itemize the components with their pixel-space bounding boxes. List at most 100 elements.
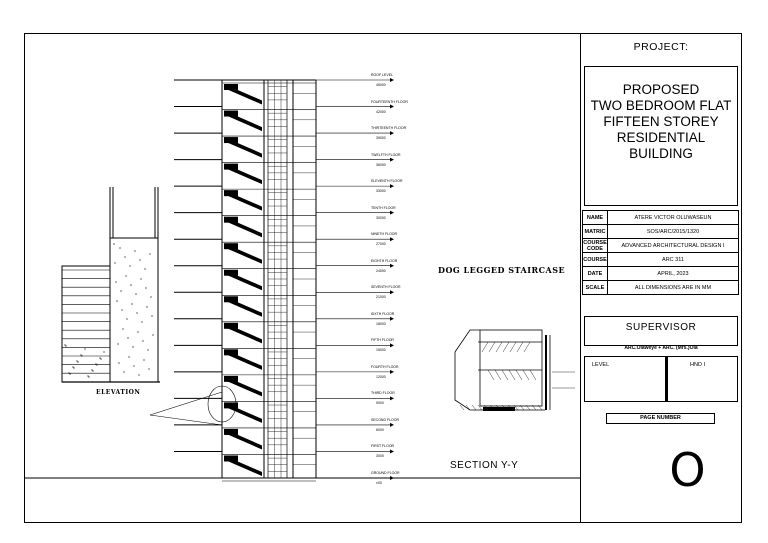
texture-dot [143, 359, 145, 361]
row-key: NAME [582, 210, 608, 225]
stair-tread [508, 369, 516, 381]
floor-level-value: 3000 [376, 454, 384, 459]
title-line: BUILDING [629, 146, 693, 161]
hatch-line [519, 404, 525, 411]
texture-dot [147, 349, 149, 351]
floor-level-name: EIGHTH FLOOR [371, 258, 398, 263]
landing-slab [224, 296, 238, 303]
project-title-box [584, 66, 738, 206]
dog-legged-caption: DOG LEGGED STAIRCASE [438, 265, 566, 275]
dog-legged-staircase-detail [454, 329, 575, 411]
row-key: COURSE [582, 252, 608, 267]
row-value: ALL DIMENSIONS ARE IN MM [607, 280, 739, 295]
texture-dot [150, 296, 152, 298]
stair-tread [481, 341, 489, 353]
hatch-line [537, 404, 543, 411]
floor-level-name: FIRST FLOOR [371, 444, 395, 449]
floor-level-value: 36000 [376, 162, 386, 167]
texture-dot [120, 290, 122, 292]
page-number-label: PAGE NUMBER [640, 415, 681, 421]
texture-dot [144, 268, 146, 270]
title-line: FIFTEEN STOREY [603, 114, 719, 129]
level-marker [390, 263, 394, 268]
floor-level-value: 27000 [376, 242, 386, 247]
texture-dot [132, 346, 134, 348]
level-marker [390, 237, 394, 242]
level-divider [665, 356, 668, 402]
table-row: MATRIC SOS/ARC/2015/1320 [582, 224, 739, 239]
texture-dot [142, 340, 144, 342]
texture-dot [116, 300, 118, 302]
floor-level-name: FIFTH FLOOR [371, 338, 394, 343]
landing-slab [224, 243, 238, 250]
hatch-line [477, 404, 483, 411]
texture-dot [103, 351, 105, 353]
landing-slab [224, 402, 238, 409]
row-key: SCALE [582, 280, 608, 295]
project-title: PROPOSED TWO BEDROOM FLAT FIFTEEN STOREY… [584, 82, 738, 162]
texture-dot [141, 321, 143, 323]
level-label: LEVEL [592, 362, 610, 368]
landing-slab [224, 349, 238, 356]
row-value: ARC 311 [607, 252, 739, 267]
hatch-line [513, 404, 519, 411]
landing-slab [224, 455, 238, 462]
floor-level-name: GROUND FLOOR [371, 471, 400, 475]
floor-level-name: ROOF LEVEL [371, 73, 393, 77]
floor-level-name: TWELFTH FLOOR [371, 152, 401, 157]
floor-level-value: 33000 [376, 189, 386, 194]
texture-dot [133, 365, 135, 367]
stair-tread [494, 369, 502, 381]
landing-slab [224, 216, 238, 223]
texture-dot [84, 348, 86, 350]
floor-level-value: 42000 [376, 109, 386, 114]
level-marker [390, 157, 394, 162]
texture-dot [113, 243, 115, 245]
texture-dot [117, 343, 119, 345]
level-marker [390, 369, 394, 374]
texture-dot [131, 303, 133, 305]
table-row: DATE APRIL, 2023 [582, 266, 739, 281]
floor-level-name: NINETH FLOOR [371, 232, 398, 237]
hatch-line [465, 404, 471, 411]
landing-slab [224, 322, 238, 329]
texture-dot [80, 354, 82, 356]
table-row: COURSE ARC 311 [582, 252, 739, 267]
texture-dot [72, 366, 74, 368]
project-label: PROJECT: [633, 41, 689, 53]
stair-tread [522, 369, 530, 381]
row-key: DATE [582, 266, 608, 281]
info-table: NAME ATERE VICTOR OLUWASEUN MATRIC SOS/A… [582, 210, 739, 295]
texture-dot [138, 374, 140, 376]
level-marker [390, 396, 394, 401]
supervisor-box [584, 316, 738, 346]
landing-slab [224, 190, 238, 197]
floor-level-name: FOURTEENTH FLOOR [371, 99, 408, 104]
floor-level-value: 24000 [376, 268, 386, 273]
texture-dot [126, 318, 128, 320]
texture-dot [152, 334, 154, 336]
texture-dot [148, 368, 150, 370]
texture-dot [87, 375, 89, 377]
floor-level-value: 30000 [376, 215, 386, 220]
stair-tread [516, 341, 524, 353]
supervisor-names: ARC.Olaweye + ARC. (Mrs.)Ola [624, 345, 698, 351]
landing-slab [224, 163, 238, 170]
floor-slabs [174, 78, 394, 482]
stair-tread [502, 341, 510, 353]
floor-level-name: ELEVENTH FLOOR [371, 179, 403, 184]
hatch-line [525, 404, 531, 411]
hatch-line [459, 404, 465, 411]
level-marker [390, 316, 394, 321]
texture-dot [140, 278, 142, 280]
texture-dot [92, 370, 94, 372]
texture-dot [68, 372, 70, 374]
stair-tread [495, 341, 503, 353]
callout-lines [149, 385, 237, 426]
floor-level-name: SIXTH FLOOR [371, 311, 395, 316]
level-marker [390, 78, 394, 82]
texture-dot [96, 364, 98, 366]
title-line: RESIDENTIAL [616, 130, 706, 145]
level-marker [390, 449, 394, 454]
